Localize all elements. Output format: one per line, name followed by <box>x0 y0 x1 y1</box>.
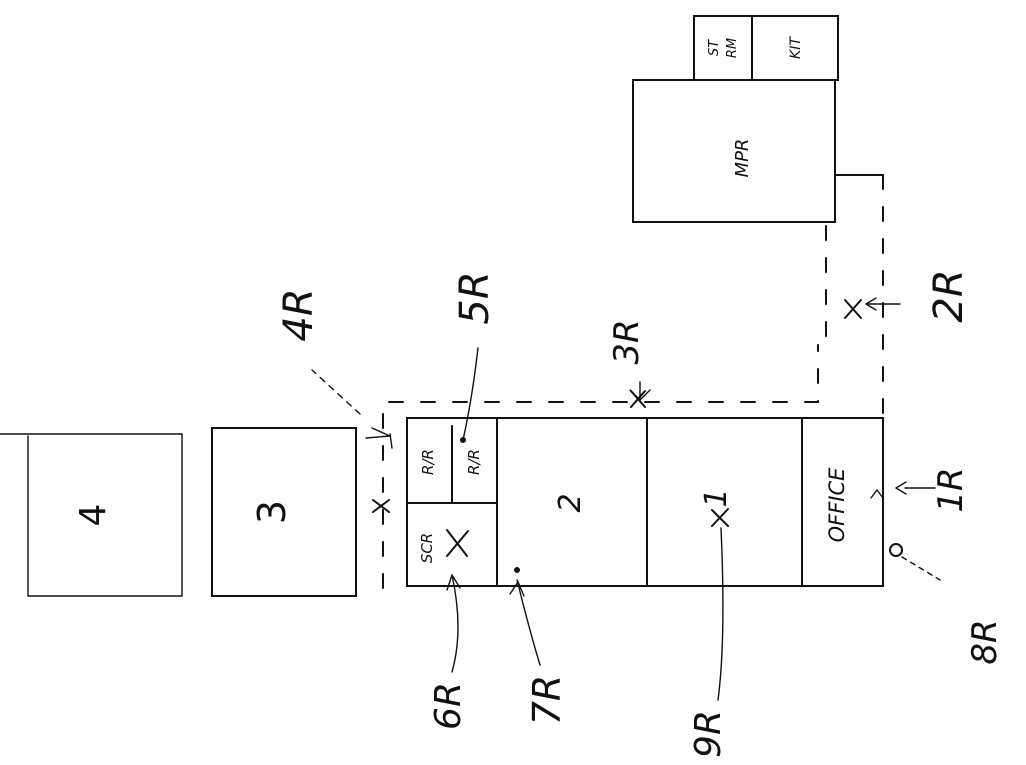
marker-x-4r <box>372 499 390 513</box>
callout-8r: 8R <box>965 619 1005 664</box>
callout-5r: 5R <box>452 271 498 324</box>
room-storage-line1: ST <box>707 39 722 56</box>
room-2-label: 2 <box>553 493 588 512</box>
room-mpr-label: MPR <box>732 139 753 178</box>
building-3: 3 <box>211 427 357 597</box>
room-scr: SCR <box>418 529 469 563</box>
mpr-building: MPR ST RM KIT <box>632 15 839 223</box>
room-kitchen-label: KIT <box>788 36 804 59</box>
marker-dot-7r <box>514 567 520 573</box>
building-3-label: 3 <box>250 500 294 524</box>
callout-2r: 2R <box>926 269 972 322</box>
callout-9r: 9R <box>688 710 729 758</box>
callout-4r: 4R <box>276 288 322 341</box>
callout-1r: 1R <box>931 467 971 512</box>
room-storage: ST RM <box>707 38 740 58</box>
room-1: 1 <box>699 488 734 527</box>
room-rr-top: R/R <box>419 449 437 475</box>
marker-x-2r <box>844 299 862 319</box>
callout-6r: 6R <box>428 682 469 730</box>
room-scr-label: SCR <box>418 533 436 563</box>
room-kitchen: KIT <box>788 36 804 59</box>
room-rr-top-label: R/R <box>419 449 437 475</box>
building-4-label: 4 <box>73 504 114 527</box>
route-dashed-line <box>382 174 884 589</box>
room-storage-line2: RM <box>725 38 740 58</box>
callout-7r: 7R <box>525 675 569 726</box>
callout-labels: 1R 2R 3R 4R 5R 6R 7R 8R 9R <box>276 269 1005 758</box>
room-office-label: OFFICE <box>825 467 849 543</box>
room-2: 2 <box>553 493 588 512</box>
route-markers <box>372 299 903 573</box>
callout-3r: 3R <box>607 319 647 364</box>
room-office: OFFICE <box>825 467 884 543</box>
room-rr-bottom: R/R <box>465 449 483 475</box>
main-building: R/R R/R SCR 2 1 OFFICE <box>406 417 884 587</box>
building-4: 4 <box>0 433 183 597</box>
room-1-label: 1 <box>699 488 734 507</box>
marker-circle-8r <box>889 543 903 557</box>
room-rr-bottom-label: R/R <box>465 449 483 475</box>
callout-leaders <box>311 297 941 701</box>
